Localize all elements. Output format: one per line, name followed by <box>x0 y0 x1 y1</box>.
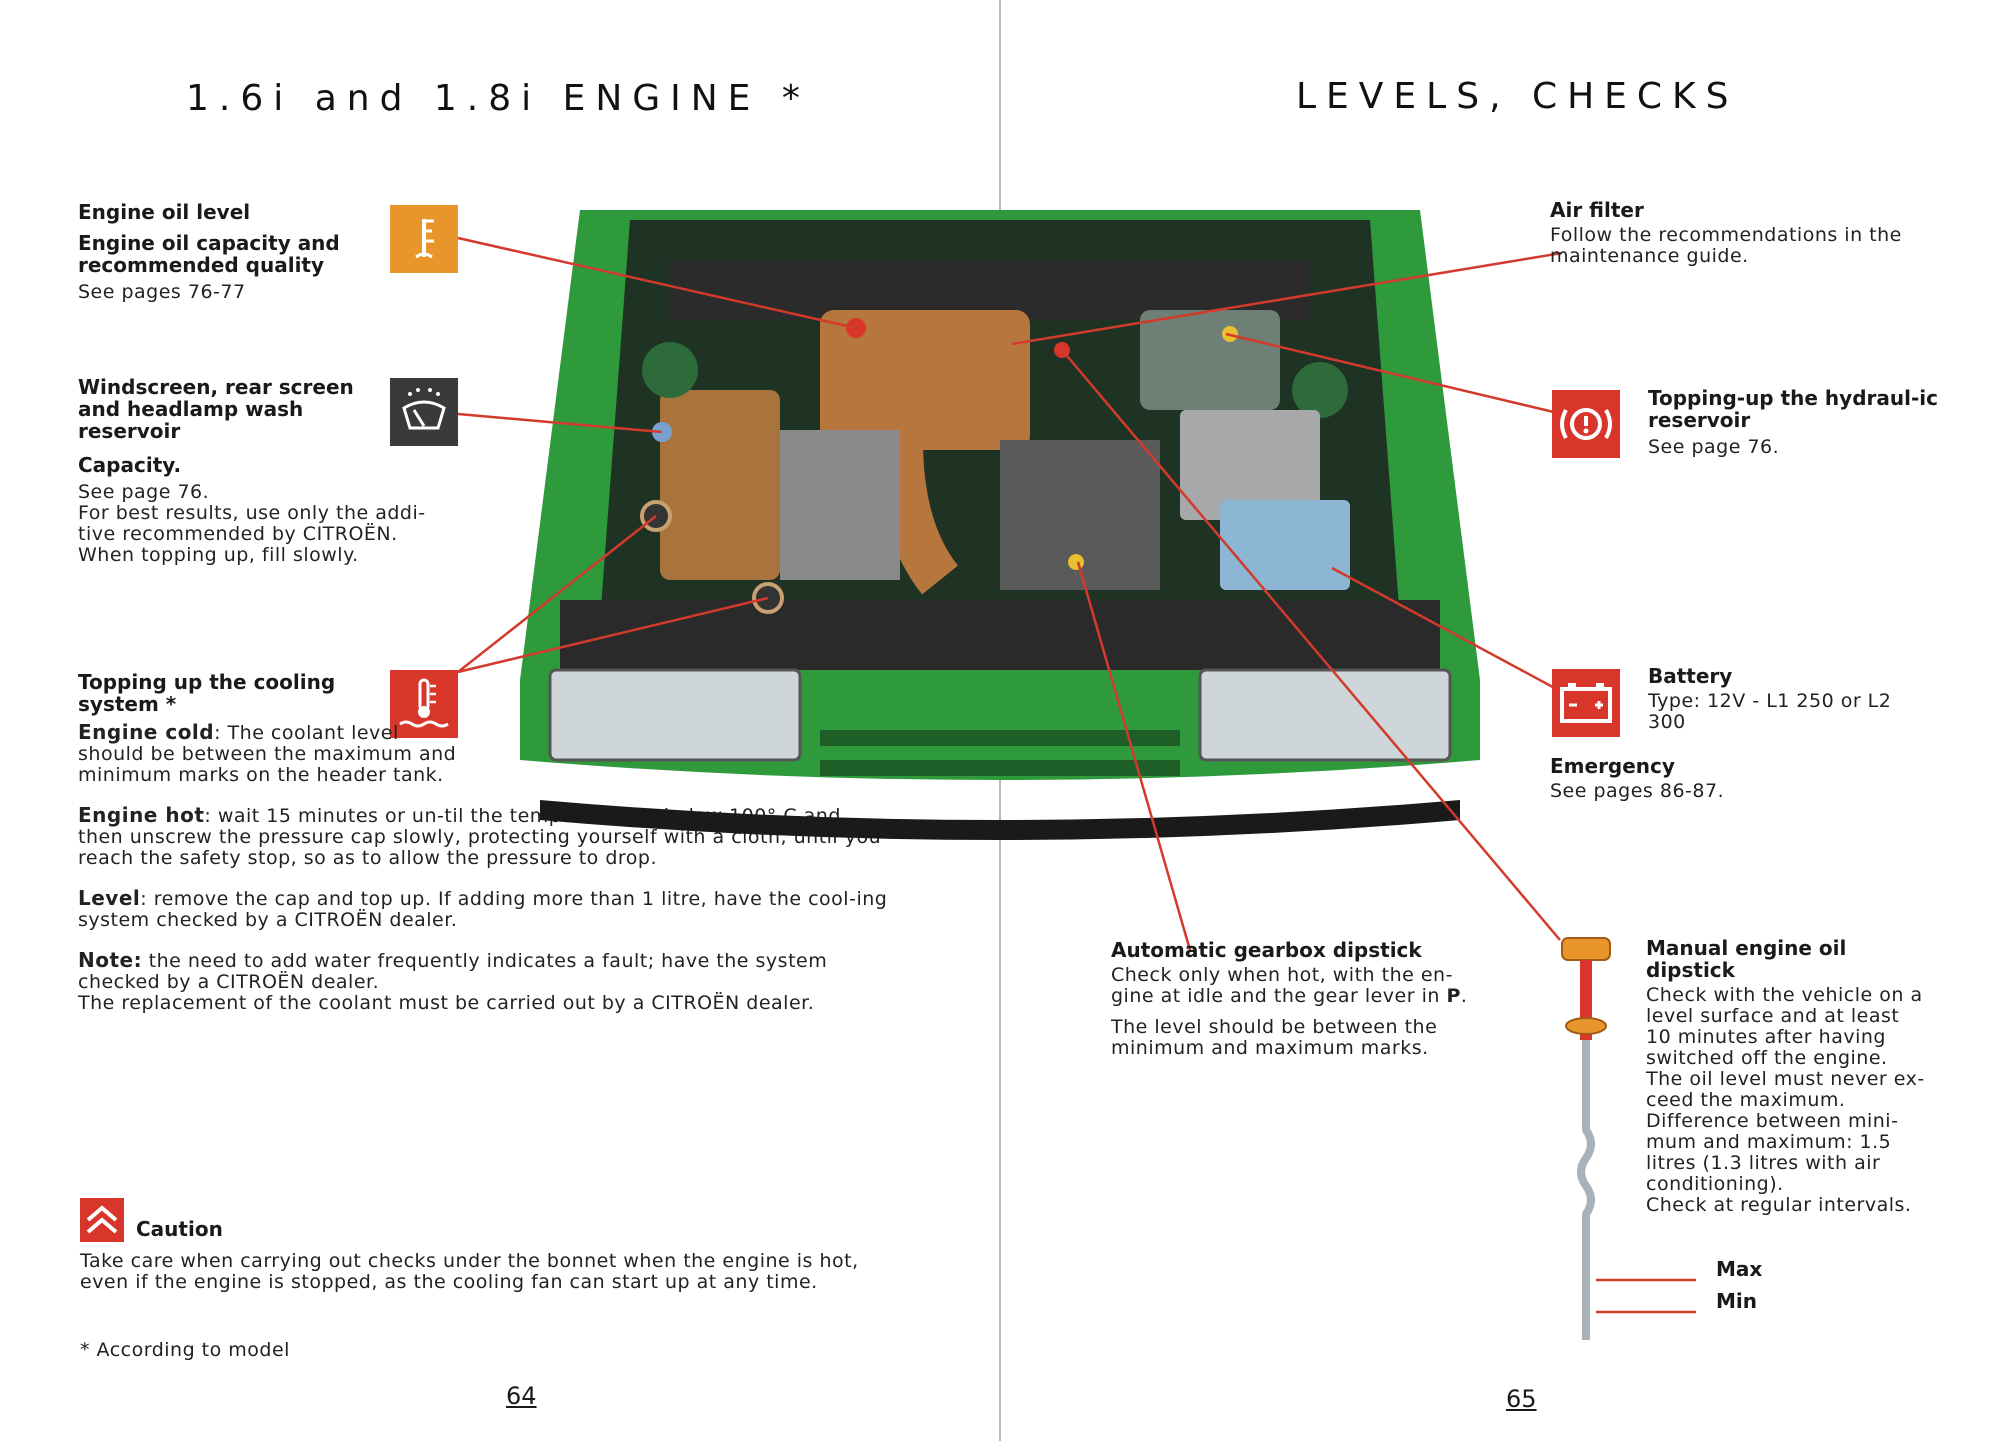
intake-pipe <box>877 439 959 595</box>
engine-cold-label: Engine cold <box>78 720 215 744</box>
level-paragraph: Level: remove the cap and top up. If add… <box>78 888 888 931</box>
emergency-block: Emergency See pages 86-87. <box>1550 755 1930 802</box>
washer-block: Windscreen, rear screen and headlamp was… <box>78 376 458 566</box>
emergency-text: See pages 86-87. <box>1550 780 1725 802</box>
leader-coolant-1 <box>457 515 657 673</box>
air-filter-box <box>820 310 1030 450</box>
air-filter-block: Air filter Follow the recommendations in… <box>1550 199 1930 267</box>
leader-air-filter <box>1011 251 1563 346</box>
engine-oil-block: Engine oil level Engine oil capacity and… <box>78 201 368 303</box>
dipstick-text-4: Check at regular intervals. <box>1646 1194 1912 1216</box>
coolant-tank <box>660 390 780 580</box>
cooling-text-block: Engine cold: The coolant level should be… <box>78 722 888 1014</box>
footnote: * According to model <box>80 1339 290 1361</box>
right-page-heading: LEVELS, CHECKS <box>1296 76 1739 117</box>
level-text: : remove the cap and top up. If adding m… <box>78 888 888 931</box>
dipstick-text-3: Difference between mini-mum and maximum:… <box>1646 1110 1899 1195</box>
leader-oil <box>457 236 857 330</box>
coolant-temperature-icon <box>390 670 458 738</box>
dipstick-collar <box>1565 1017 1607 1035</box>
leader-hydraulic <box>1225 332 1563 416</box>
coolant-replacement-text: The replacement of the coolant must be c… <box>78 992 815 1014</box>
hydraulic-block: Topping-up the hydraul-ic reservoir See … <box>1648 387 1938 458</box>
dipstick-min-label: Min <box>1716 1289 1757 1313</box>
battery-icon <box>1552 669 1620 737</box>
grille-bar-2 <box>820 760 1180 776</box>
battery-label: Battery <box>1648 664 1733 688</box>
engine-cold-paragraph: Engine cold: The coolant level should be… <box>78 722 458 786</box>
page-number-64: 64 <box>506 1382 537 1410</box>
left-headlamp <box>548 668 802 762</box>
dipstick-blade <box>1577 1040 1595 1340</box>
air-filter-label: Air filter <box>1550 198 1644 222</box>
air-filter-text: Follow the recommendations in the mainte… <box>1550 224 1902 267</box>
hydraulic-text: See page 76. <box>1648 436 1780 458</box>
hydraulic-label: Topping-up the hydraul-ic reservoir <box>1648 386 1938 432</box>
citroen-chevron-icon <box>80 1198 124 1242</box>
battery-block: Battery Type: 12V - L1 250 or L2 300 <box>1648 665 1928 733</box>
level-label: Level <box>78 886 141 910</box>
washer-additive-text: For best results, use only the addi-tive… <box>78 502 426 545</box>
gearbox-text-1c: . <box>1460 985 1468 1007</box>
caution-text: Take care when carrying out checks under… <box>80 1250 859 1293</box>
engine-hot-label: Engine hot <box>78 803 205 827</box>
dipstick-max-label: Max <box>1716 1257 1763 1281</box>
gearbox-text-1a: Check only when hot, with the en-gine at… <box>1111 964 1453 1007</box>
gearbox-block: Automatic gearbox dipstick Check only wh… <box>1111 939 1491 1059</box>
gearbox-gear-p: P <box>1446 985 1461 1007</box>
oil-level-icon <box>390 205 458 273</box>
gearbox-text-1: Check only when hot, with the en-gine at… <box>1111 965 1491 1007</box>
engine-oil-capacity-label: Engine oil capacity and recommended qual… <box>78 231 340 277</box>
oil-dipstick-drawing <box>1561 937 1611 1340</box>
note-text: the need to add water frequently indicat… <box>78 950 828 993</box>
sphere-left <box>642 342 698 398</box>
gearbox-text-2: The level should be between the minimum … <box>1111 1016 1438 1059</box>
dipstick-text: Check with the vehicle on a level surfac… <box>1646 984 1923 1069</box>
washer-page-ref: See page 76. <box>78 481 210 503</box>
bumper <box>540 800 1460 840</box>
caution-label: Caution <box>136 1217 223 1241</box>
dipstick-text-2: The oil level must never ex-ceed the max… <box>1646 1068 1925 1111</box>
intake-box <box>1180 410 1320 520</box>
dipstick-handle <box>1561 937 1611 961</box>
leader-oil-dipstick <box>1061 349 1561 941</box>
dipstick-block: Manual engine oil dipstick Check with th… <box>1646 937 1926 1216</box>
grille-bar-1 <box>820 730 1180 746</box>
engine-block <box>780 430 900 580</box>
engine-hot-text: : wait 15 minutes or un-til the temperat… <box>78 805 882 869</box>
sphere-right <box>1292 362 1348 418</box>
leader-washer <box>457 412 663 434</box>
engine-oil-level-label: Engine oil level <box>78 200 251 224</box>
note-paragraph: Note: the need to add water frequently i… <box>78 950 888 993</box>
engine-cold-text: : The coolant level should be between th… <box>78 722 457 786</box>
engine-oil-pages: See pages 76-77 <box>78 281 246 303</box>
leader-battery <box>1331 566 1563 694</box>
battery-text: Type: 12V - L1 250 or L2 300 <box>1648 690 1892 733</box>
note-label: Note: <box>78 948 143 972</box>
engine-hot-paragraph: Engine hot: wait 15 minutes or un-til th… <box>78 805 888 869</box>
page-number-65: 65 <box>1506 1385 1537 1413</box>
left-page-heading: 1.6i and 1.8i ENGINE * <box>186 78 810 119</box>
leader-gearbox <box>1076 561 1192 951</box>
gearbox-label: Automatic gearbox dipstick <box>1111 938 1422 962</box>
washer-fill-text: When topping up, fill slowly. <box>78 544 359 566</box>
leader-coolant-2 <box>457 596 769 674</box>
washer-capacity-label: Capacity. <box>78 453 182 477</box>
emergency-label: Emergency <box>1550 754 1675 778</box>
cooling-label-block: Topping up the cooling system * <box>78 671 368 715</box>
windscreen-washer-icon <box>390 378 458 446</box>
battery-box <box>1220 500 1350 590</box>
hydraulic-reservoir <box>1140 310 1280 410</box>
cooling-label: Topping up the cooling system * <box>78 670 336 716</box>
hydraulic-warning-icon <box>1552 390 1620 458</box>
washer-label: Windscreen, rear screen and headlamp was… <box>78 375 354 443</box>
dipstick-label: Manual engine oil dipstick <box>1646 936 1847 982</box>
